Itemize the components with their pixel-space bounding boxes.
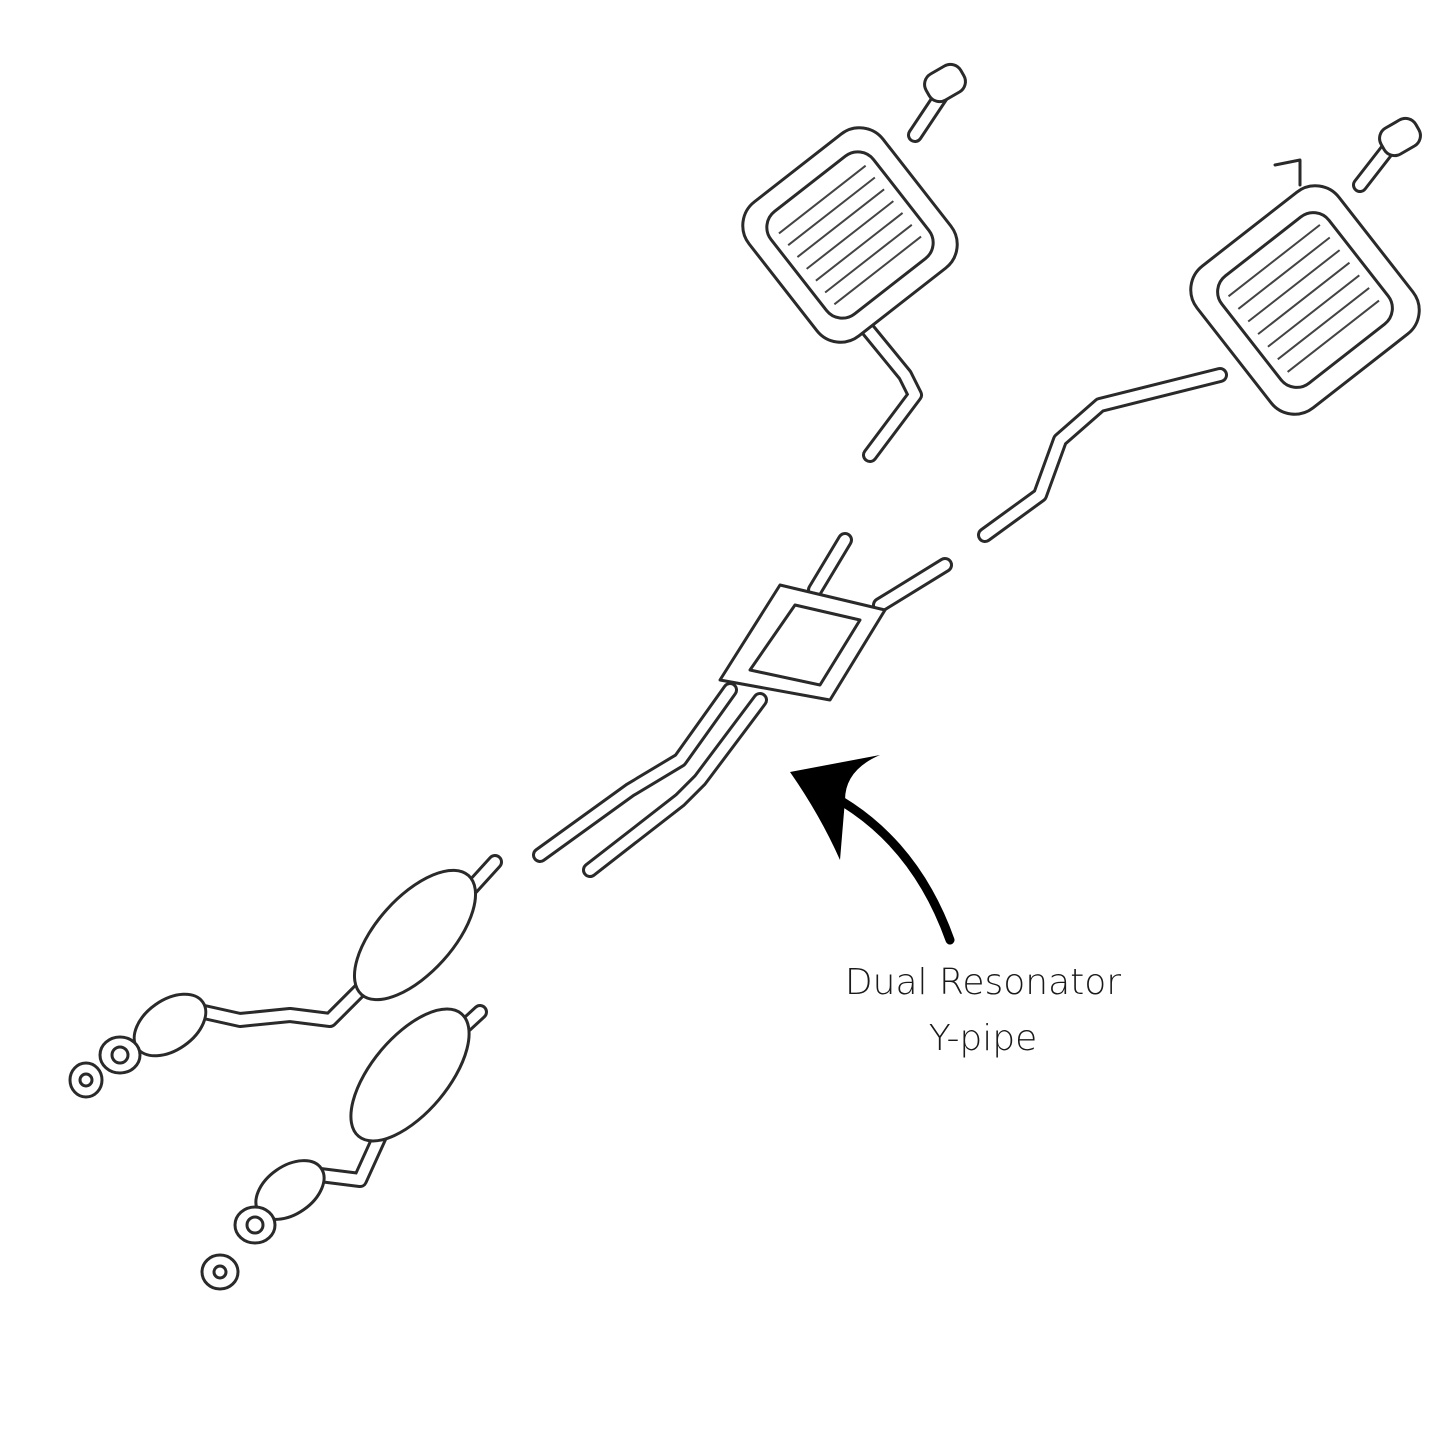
lower-catalytic-converter <box>200 1004 488 1291</box>
annotation-label-line1: Dual Resonator <box>844 962 1122 1003</box>
right-rear-muffler <box>977 116 1422 543</box>
annotation-label-line2: Y-pipe <box>928 1018 1038 1059</box>
annotation-arrow <box>790 755 955 945</box>
left-rear-muffler <box>741 62 967 463</box>
dual-resonator-y-pipe <box>532 532 953 878</box>
upper-catalytic-converter <box>68 854 503 1099</box>
